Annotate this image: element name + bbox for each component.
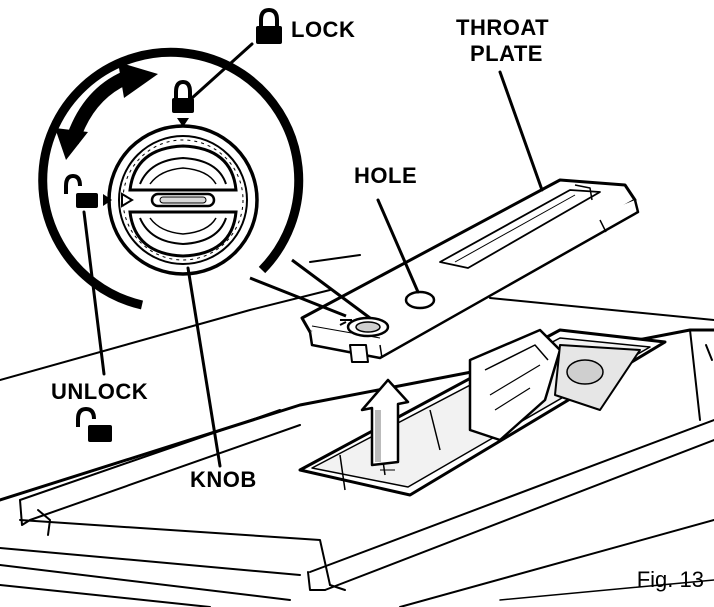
figure-caption: Fig. 13 [636, 567, 704, 592]
knob-label: KNOB [190, 467, 257, 492]
unlock-label: UNLOCK [51, 379, 149, 404]
lock-leader [190, 42, 254, 100]
throat-plate-leader [498, 70, 544, 192]
throat-plate [300, 178, 640, 363]
up-arrow-icon [360, 378, 410, 471]
padlock-open-icon [64, 173, 98, 208]
knob-enlarged [107, 124, 259, 276]
unlock-label-icon [76, 406, 112, 442]
throat-plate-label-line1: THROAT [456, 15, 550, 40]
magnified-callout [38, 47, 371, 320]
plate-hole [404, 290, 436, 310]
saw-table [0, 254, 714, 607]
curved-double-arrow-icon [55, 62, 158, 160]
lock-label: LOCK [291, 17, 356, 42]
hole-label: HOLE [354, 163, 418, 188]
lock-label-icon [256, 7, 282, 44]
knob-leader [186, 266, 222, 468]
leader-lines [82, 42, 544, 468]
unlock-leader [82, 210, 106, 376]
hole-leader [376, 198, 420, 294]
padlock-closed-icon [172, 79, 194, 113]
throat-plate-label-line2: PLATE [470, 41, 543, 66]
